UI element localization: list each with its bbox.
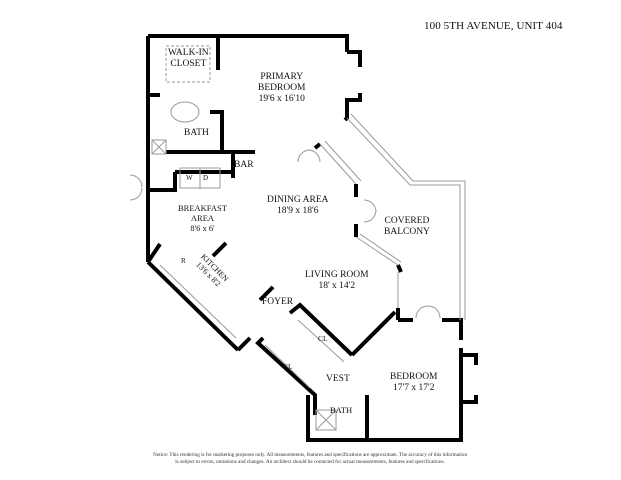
living-room-dimensions: 18' x 14'2 [318,281,356,291]
walk-in-closet-label: WALK-IN CLOSET [168,48,209,69]
closet-2-label: CL [283,362,293,371]
covered-balcony-label: COVERED BALCONY [384,216,430,237]
washer-label: W [186,174,193,182]
primary-bath-label: BATH [184,128,209,138]
wall-north [148,34,349,52]
primary-bedroom-dimensions: 19'6 x 16'10 [258,94,305,104]
breakfast-area-label: BREAKFAST AREA 8'6 x 6' [178,203,227,233]
bedroom-label: BEDROOM 17'7 x 17'2 [390,372,438,393]
breakfast-area-dimensions: 8'6 x 6' [190,223,215,233]
disclaimer-notice: Notice: This rendering is for marketing … [152,452,468,465]
closet-1-label: CL [318,334,328,343]
unit-address-title: 100 5TH AVENUE, UNIT 404 [424,20,563,32]
bar-label: BAR [234,160,254,170]
bedroom-dimensions: 17'7 x 17'2 [393,383,435,393]
dining-area-label: DINING AREA 18'9 x 18'6 [267,195,329,216]
foyer-label: FOYER [262,297,294,307]
second-bath-label: BATH [330,405,353,415]
primary-bedroom-label: PRIMARY BEDROOM 19'6 x 16'10 [258,72,306,104]
dining-area-dimensions: 18'9 x 18'6 [277,206,319,216]
refrigerator-label: R [181,257,186,265]
dryer-label: D [203,174,209,182]
vestibule-label: VEST [326,374,350,384]
living-room-label: LIVING ROOM 18' x 14'2 [305,270,369,291]
